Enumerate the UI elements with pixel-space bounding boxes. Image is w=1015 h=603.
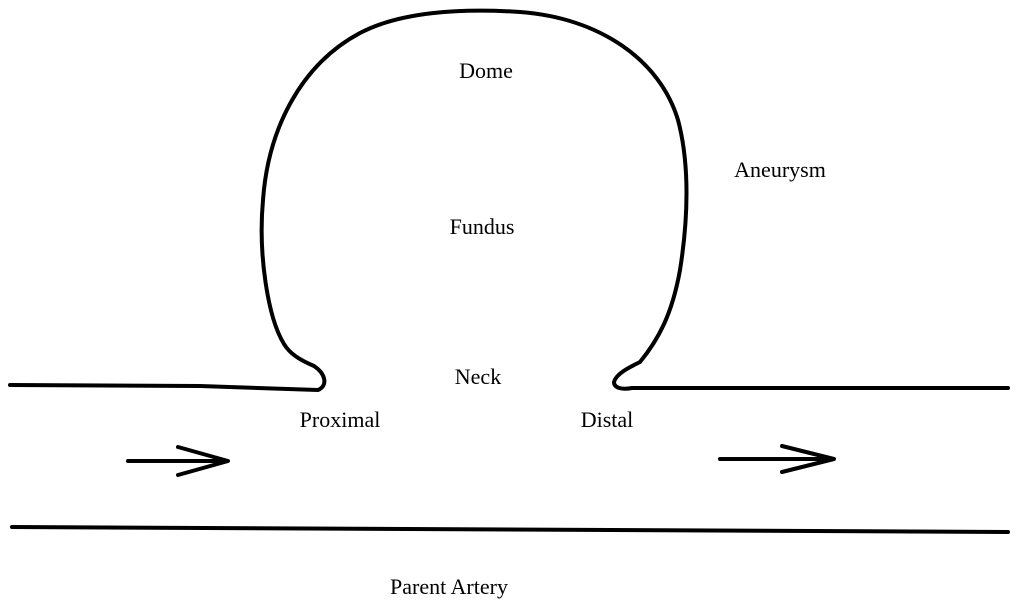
- label-aneurysm: Aneurysm: [734, 157, 826, 182]
- label-dome: Dome: [459, 58, 513, 83]
- label-neck: Neck: [455, 364, 501, 389]
- flow-arrow-left: [128, 447, 228, 475]
- flow-arrow-right: [720, 446, 834, 472]
- label-fundus: Fundus: [450, 214, 515, 239]
- label-proximal: Proximal: [300, 407, 381, 432]
- artery-lower-wall: [12, 527, 1008, 532]
- label-parent-artery: Parent Artery: [390, 574, 508, 599]
- label-distal: Distal: [581, 407, 634, 432]
